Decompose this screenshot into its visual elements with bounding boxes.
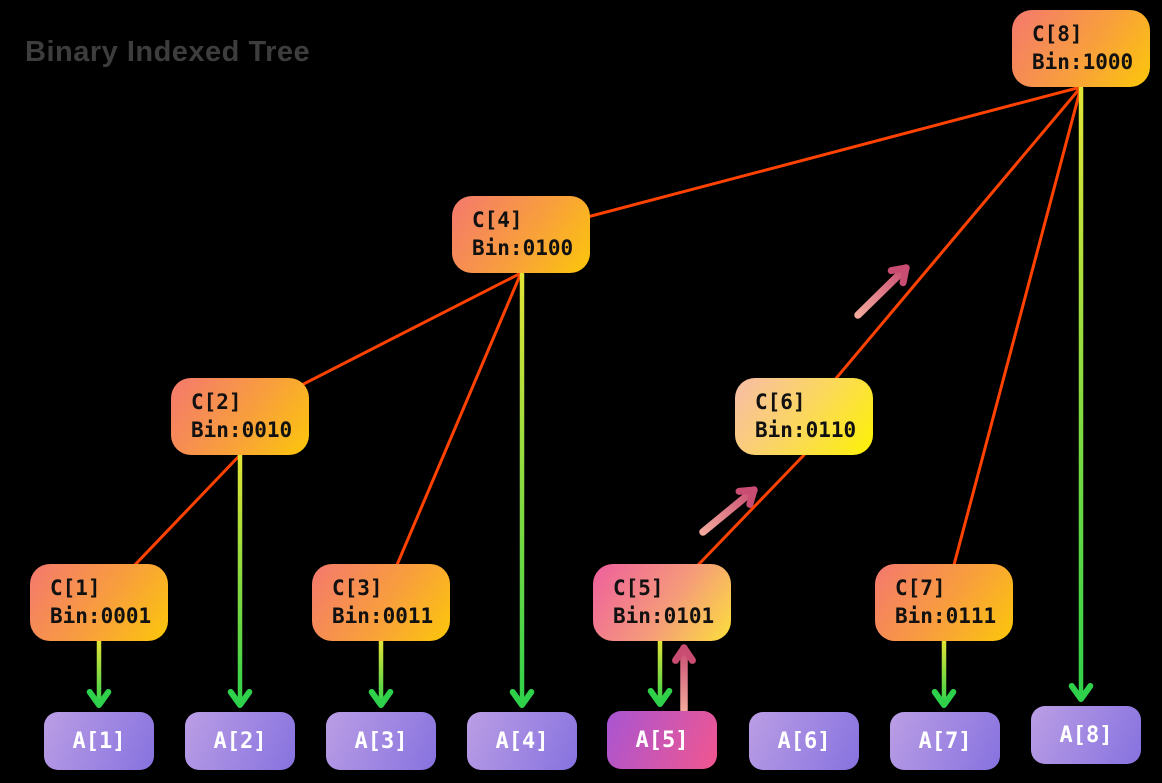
tree-node-label: C[4] <box>472 208 523 232</box>
query-arrowhead <box>647 687 673 707</box>
query-arrowhead <box>86 688 112 708</box>
diagram-title: Binary Indexed Tree <box>25 36 311 68</box>
array-node-label: A[2] <box>213 728 267 754</box>
array-node-a3: A[3] <box>326 712 436 770</box>
tree-node-c1: C[1] Bin:0001 <box>30 564 168 641</box>
array-node-label: A[1] <box>72 728 126 754</box>
array-node-a6: A[6] <box>749 712 859 770</box>
tree-node-bin: Bin:0010 <box>191 418 293 442</box>
tree-node-bin: Bin:0110 <box>755 418 857 442</box>
array-node-label: A[7] <box>918 728 972 754</box>
query-arrowhead <box>227 688 253 708</box>
array-node-label: A[5] <box>635 727 689 753</box>
array-node-label: A[8] <box>1059 722 1113 748</box>
tree-node-bin: Bin:0100 <box>472 236 574 260</box>
tree-node-label: C[5] <box>613 576 664 600</box>
tree-node-label: C[8] <box>1032 22 1083 46</box>
array-node-label: A[3] <box>354 728 408 754</box>
tree-node-label: C[6] <box>755 390 806 414</box>
tree-edge-c8-c4 <box>519 85 1083 236</box>
update-arrowhead <box>735 486 758 508</box>
tree-node-c3: C[3] Bin:0011 <box>312 564 450 641</box>
array-node-a1: A[1] <box>44 712 154 770</box>
tree-node-c5: C[5] Bin:0101 <box>593 564 731 641</box>
tree-node-bin: Bin:1000 <box>1032 50 1134 74</box>
query-arrowhead <box>509 688 535 708</box>
tree-node-label: C[3] <box>332 576 383 600</box>
array-node-label: A[4] <box>495 728 549 754</box>
tree-node-label: C[7] <box>895 576 946 600</box>
query-arrowhead <box>368 688 394 708</box>
array-node-a8: A[8] <box>1031 706 1141 764</box>
tree-edge-c8-c7 <box>942 85 1083 604</box>
tree-node-bin: Bin:0101 <box>613 604 715 628</box>
update-arrowhead <box>672 644 696 664</box>
array-node-a2: A[2] <box>185 712 295 770</box>
tree-node-label: C[2] <box>191 390 242 414</box>
query-arrowhead <box>1068 682 1094 702</box>
update-arrow <box>699 486 758 536</box>
tree-node-c8: C[8] Bin:1000 <box>1012 10 1150 87</box>
tree-node-label: C[1] <box>50 576 101 600</box>
array-node-label: A[6] <box>777 728 831 754</box>
tree-node-c4: C[4] Bin:0100 <box>452 196 590 273</box>
update-arrowhead <box>887 264 910 287</box>
array-node-a5: A[5] <box>607 711 717 769</box>
tree-node-c7: C[7] Bin:0111 <box>875 564 1013 641</box>
tree-edge-c8-c6 <box>802 85 1083 418</box>
array-node-a4: A[4] <box>467 712 577 770</box>
tree-node-bin: Bin:0011 <box>332 604 434 628</box>
tree-edge-c4-c3 <box>379 271 523 604</box>
array-node-a7: A[7] <box>890 712 1000 770</box>
query-arrowhead <box>931 688 957 708</box>
update-arrow <box>854 264 910 319</box>
tree-node-c6: C[6] Bin:0110 <box>735 378 873 455</box>
tree-node-c2: C[2] Bin:0010 <box>171 378 309 455</box>
tree-node-bin: Bin:0001 <box>50 604 152 628</box>
tree-node-bin: Bin:0111 <box>895 604 997 628</box>
